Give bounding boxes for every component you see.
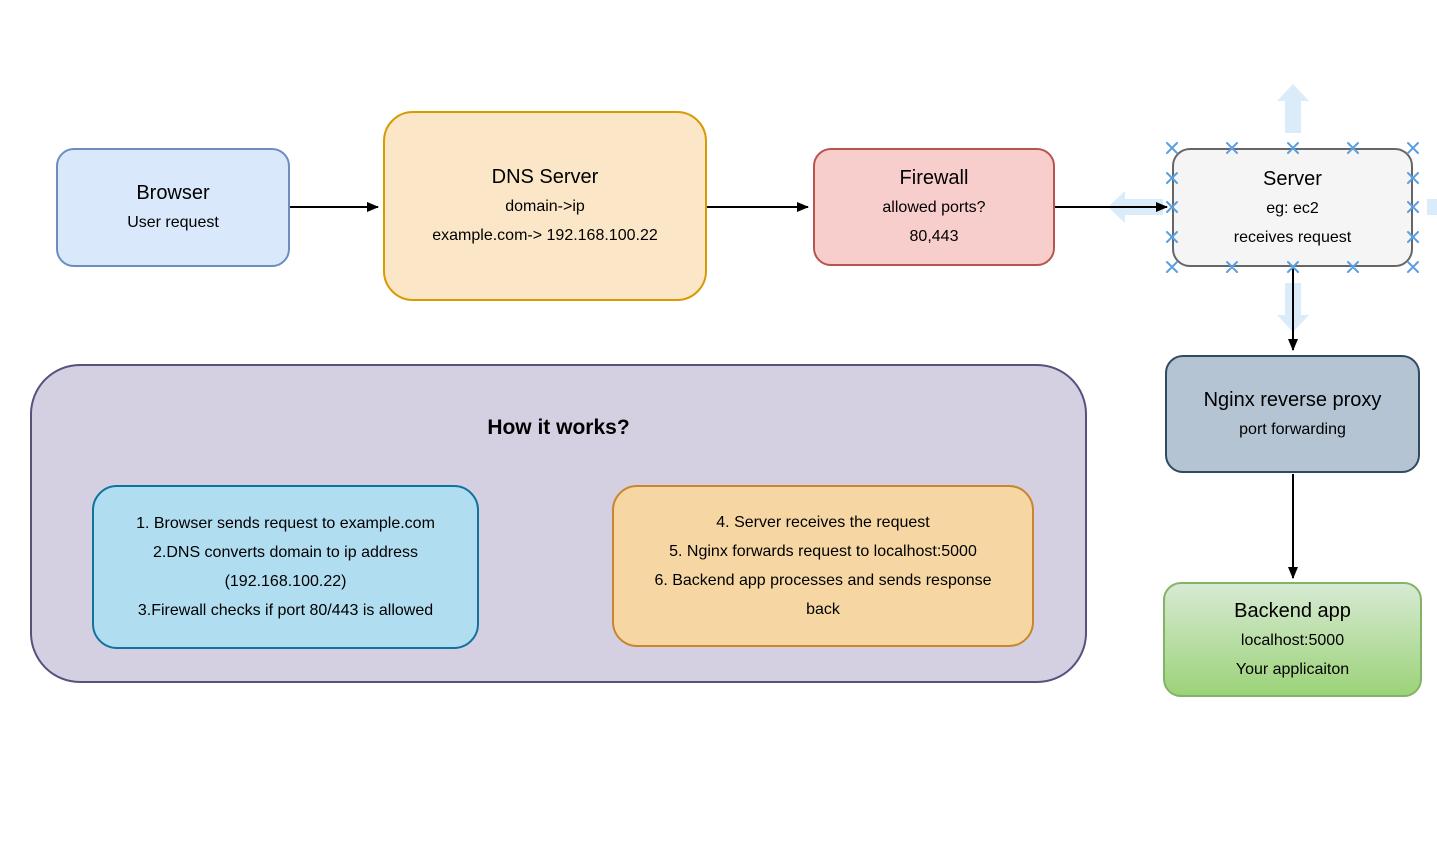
node-dns-server[interactable]: DNS Server domain->ip example.com-> 192.… bbox=[383, 111, 707, 301]
node-firewall-title: Firewall bbox=[899, 167, 969, 189]
step-4: 4. Server receives the request bbox=[716, 514, 930, 531]
node-backend-line-1: localhost:5000 bbox=[1240, 631, 1345, 649]
node-browser[interactable]: Browser User request bbox=[56, 148, 290, 267]
node-server[interactable]: Server eg: ec2 receives request bbox=[1172, 148, 1413, 267]
node-dns-line-2: example.com-> 192.168.100.22 bbox=[432, 227, 658, 244]
node-server-line-2: receives request bbox=[1233, 228, 1352, 246]
node-server-title: Server bbox=[1263, 167, 1322, 190]
node-nginx-title: Nginx reverse proxy bbox=[1203, 388, 1382, 411]
node-nginx-subtitle: port forwarding bbox=[1239, 420, 1346, 438]
node-dns-title: DNS Server bbox=[491, 166, 599, 188]
node-browser-title: Browser bbox=[136, 182, 210, 204]
node-firewall-line-2: 80,443 bbox=[909, 228, 959, 245]
step-3: 3.Firewall checks if port 80/443 is allo… bbox=[137, 602, 434, 619]
connect-arrow-down-icon[interactable] bbox=[1277, 283, 1309, 332]
node-firewall-line-1: allowed ports? bbox=[882, 199, 986, 216]
steps-box-4-6[interactable]: 4. Server receives the request 5. Nginx … bbox=[612, 485, 1034, 647]
node-backend-app[interactable]: Backend app localhost:5000 Your applicai… bbox=[1163, 582, 1422, 697]
node-dns-line-1: domain->ip bbox=[505, 198, 585, 215]
node-backend-line-2: Your applicaiton bbox=[1235, 660, 1350, 678]
step-5: 5. Nginx forwards request to localhost:5… bbox=[669, 543, 977, 560]
step-6: 6. Backend app processes and sends respo… bbox=[654, 572, 992, 589]
connect-arrow-left-icon[interactable] bbox=[1108, 191, 1163, 223]
node-server-line-1: eg: ec2 bbox=[1266, 199, 1319, 217]
step-2-continued: (192.168.100.22) bbox=[224, 573, 347, 590]
step-2: 2.DNS converts domain to ip address bbox=[152, 544, 418, 561]
connect-arrow-up-icon[interactable] bbox=[1277, 84, 1309, 133]
node-firewall[interactable]: Firewall allowed ports? 80,443 bbox=[813, 148, 1055, 266]
step-6-continued: back bbox=[806, 601, 840, 618]
explainer-container[interactable]: How it works? 1. Browser sends request t… bbox=[30, 364, 1087, 683]
explainer-title: How it works? bbox=[487, 416, 630, 439]
node-browser-subtitle: User request bbox=[127, 214, 219, 231]
node-nginx-reverse-proxy[interactable]: Nginx reverse proxy port forwarding bbox=[1165, 355, 1420, 473]
node-backend-title: Backend app bbox=[1234, 599, 1351, 622]
steps-box-1-3[interactable]: 1. Browser sends request to example.com … bbox=[92, 485, 479, 649]
step-1: 1. Browser sends request to example.com bbox=[136, 515, 435, 532]
connect-arrow-right-icon[interactable] bbox=[1427, 199, 1437, 215]
